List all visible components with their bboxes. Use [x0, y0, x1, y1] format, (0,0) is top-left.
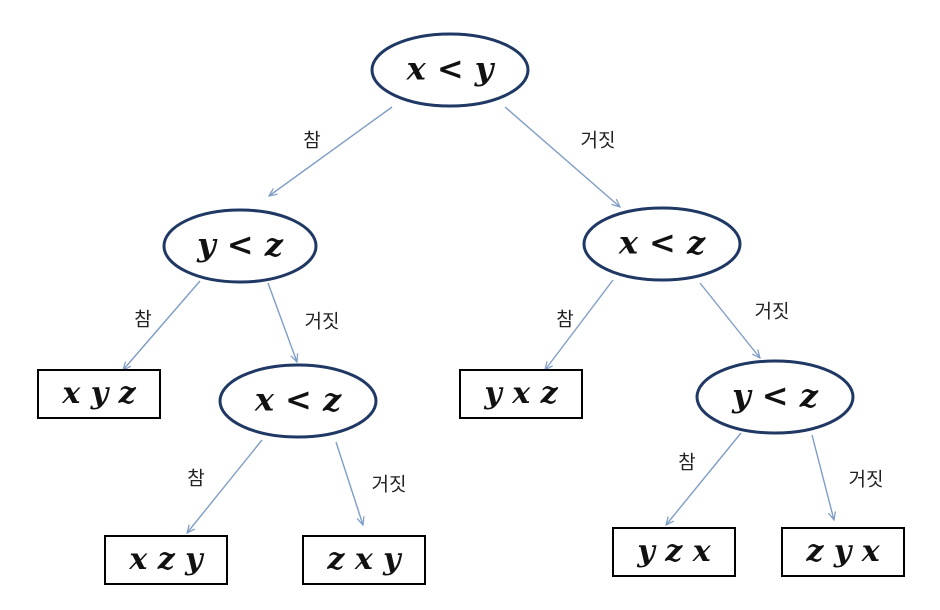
decision-node-left: y < z [162, 208, 318, 284]
decision-node-root: x < y [370, 32, 530, 108]
node-label: y < z [731, 377, 819, 415]
edge-root-to-left [269, 106, 393, 196]
edge-label-right-false-to-leaf-yzx: 참 [678, 452, 695, 474]
edge-label-root-to-left: 참 [303, 130, 320, 152]
result-node-leaf-yxz: y x z [459, 369, 583, 419]
edge-right-false-to-leaf-zyx [811, 434, 834, 520]
decision-node-right: x < z [582, 206, 742, 282]
node-label: y z x [636, 534, 711, 569]
edge-left-false-to-leaf-xzy [187, 439, 263, 533]
decision-ellipse [218, 363, 378, 439]
edges-layer [123, 106, 834, 533]
result-box [302, 535, 426, 585]
decision-ellipse [582, 206, 742, 282]
decision-ellipse [695, 359, 855, 435]
result-node-leaf-xzy: x z y [104, 535, 228, 585]
nodes-layer: x < y y < z x < z x < z y < z x y z x z y z x y… [37, 32, 905, 585]
decision-node-left-false: x < z [218, 363, 378, 439]
edge-left-to-left-false [267, 282, 297, 362]
decision-node-right-false: y < z [695, 359, 855, 435]
result-node-leaf-zyx: z y x [781, 527, 905, 577]
edge-label-right-to-leaf-yxz: 참 [556, 309, 573, 331]
edge-label-right-to-right-false: 거짓 [755, 301, 790, 323]
result-node-leaf-xyz: x y z [37, 369, 161, 419]
edge-left-to-leaf-xyz [123, 280, 201, 370]
decision-ellipse [370, 32, 530, 108]
node-label: y < z [196, 226, 284, 264]
edge-label-left-false-to-leaf-xzy: 참 [187, 468, 204, 490]
edge-right-to-leaf-yxz [545, 279, 614, 370]
result-box [104, 535, 228, 585]
node-label: x < y [406, 50, 496, 88]
result-box [37, 369, 161, 419]
edge-label-root-to-right: 거짓 [581, 130, 616, 152]
node-label: z y x [805, 534, 880, 569]
result-node-leaf-yzx: y z x [612, 527, 736, 577]
edge-label-left-to-left-false: 거짓 [305, 311, 340, 333]
edge-label-left-false-to-leaf-zxy: 거짓 [372, 474, 407, 496]
edge-label-left-to-leaf-xyz: 참 [134, 309, 151, 331]
node-label: x z y [128, 542, 205, 577]
result-node-leaf-zxy: z x y [302, 535, 426, 585]
result-box [612, 527, 736, 577]
edge-label-right-false-to-leaf-zyx: 거짓 [849, 469, 884, 491]
node-label: x < z [618, 224, 706, 262]
node-label: x < z [254, 381, 342, 419]
decision-ellipse [162, 208, 318, 284]
result-box [459, 369, 583, 419]
edge-right-false-to-leaf-yzx [666, 432, 742, 525]
edge-root-to-right [504, 106, 620, 207]
node-label: y x z [483, 376, 558, 411]
edge-right-to-right-false [699, 282, 760, 358]
result-box [781, 527, 905, 577]
edge-left-false-to-leaf-zxy [335, 441, 363, 525]
node-label: x y z [61, 376, 136, 411]
node-label: z x y [326, 542, 403, 577]
